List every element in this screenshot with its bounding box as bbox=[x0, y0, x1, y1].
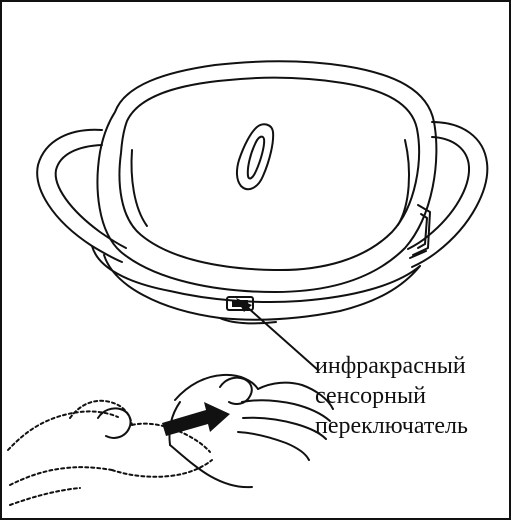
sensor-pointer-arrow bbox=[236, 298, 318, 370]
callout-line-1: инфракрасный bbox=[315, 351, 505, 381]
device-base bbox=[92, 246, 420, 323]
lid-handle bbox=[237, 124, 273, 189]
right-handle bbox=[408, 122, 487, 267]
side-latch bbox=[410, 205, 430, 258]
device-lid bbox=[98, 61, 437, 292]
waving-hand-icon bbox=[8, 375, 333, 505]
callout-line-2: сенсорный bbox=[315, 381, 505, 411]
infrared-sensor-label: инфракрасный сенсорный переключатель bbox=[315, 351, 505, 441]
callout-line-3: переключатель bbox=[315, 411, 505, 441]
